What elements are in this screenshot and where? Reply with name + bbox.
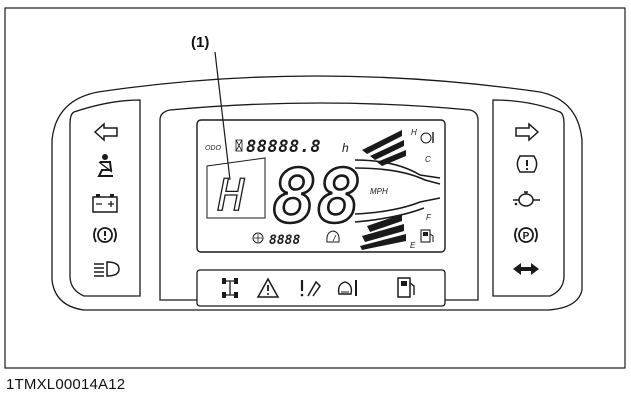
odo-label: ODO bbox=[205, 145, 222, 152]
svg-text:P: P bbox=[523, 231, 530, 242]
seatbelt-icon bbox=[97, 154, 113, 177]
engine-warning-icon bbox=[516, 155, 538, 173]
rpm-gear-icon bbox=[252, 232, 264, 244]
tachometer-icon bbox=[326, 230, 340, 243]
hourglass-icon bbox=[235, 139, 243, 152]
hour-meter-readout: 88888.8 bbox=[246, 137, 321, 157]
headlight-icon bbox=[94, 261, 120, 277]
callout-leader-line bbox=[214, 51, 231, 181]
fuel-empty-label: E bbox=[410, 241, 416, 250]
temperature-bar-graph bbox=[354, 130, 441, 185]
lcd-coolant-temp-icon bbox=[420, 132, 434, 144]
speed-readout: 88 bbox=[272, 154, 361, 240]
fuel-pump-icon bbox=[397, 277, 415, 298]
4wd-icon bbox=[222, 278, 238, 298]
left-turn-arrow-icon bbox=[93, 122, 118, 142]
coolant-temp-icon bbox=[337, 280, 357, 296]
service-icon bbox=[300, 280, 321, 297]
rpm-readout: 8888 bbox=[269, 233, 300, 248]
gear-readout: H bbox=[217, 170, 245, 221]
right-turn-arrow-icon bbox=[515, 122, 540, 142]
callout-label: (1) bbox=[191, 34, 210, 51]
speed-unit-label: MPH bbox=[370, 187, 388, 196]
parking-brake-icon: P bbox=[514, 227, 538, 243]
master-warning-icon bbox=[256, 277, 280, 298]
battery-icon bbox=[92, 194, 118, 213]
fuel-bar-graph bbox=[354, 197, 441, 250]
left-indicator-panel bbox=[69, 99, 141, 297]
right-indicator-panel bbox=[492, 99, 565, 297]
temp-high-label: H bbox=[411, 128, 417, 137]
fuel-full-label: F bbox=[426, 213, 432, 222]
figure-caption: 1TMXL00014A12 bbox=[6, 376, 126, 393]
hour-unit-label: h bbox=[342, 141, 349, 155]
temp-cold-label: C bbox=[425, 155, 431, 164]
oil-pressure-icon bbox=[513, 191, 540, 207]
lcd-fuel-icon bbox=[420, 229, 434, 243]
bottom-indicator-strip bbox=[196, 269, 446, 307]
gear-indicator-box bbox=[206, 157, 266, 219]
brake-warning-icon bbox=[93, 227, 117, 243]
hazard-arrows-icon bbox=[513, 263, 539, 275]
